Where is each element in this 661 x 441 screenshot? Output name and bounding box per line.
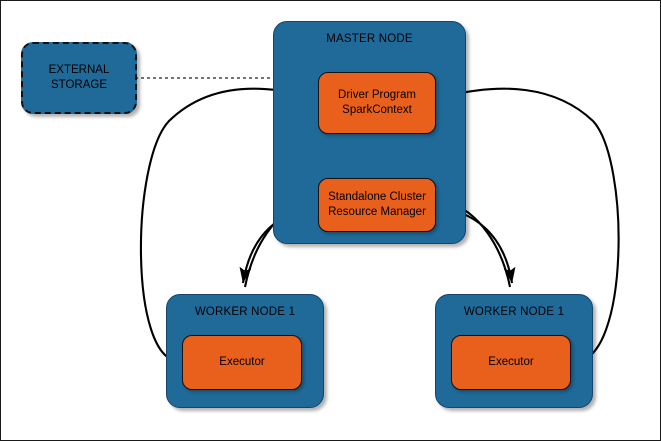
worker-node-left[interactable]: WORKER NODE 1 Executor [166,294,324,408]
executor-left-box[interactable]: Executor [182,335,302,390]
external-storage-node[interactable]: EXTERNAL STORAGE [21,42,137,114]
worker-node-right[interactable]: WORKER NODE 1 Executor [435,294,593,408]
master-node-title: MASTER NODE [326,33,413,45]
worker-node-right-title: WORKER NODE 1 [463,306,565,318]
cluster-manager-box[interactable]: Standalone Cluster Resource Manager [318,178,436,232]
external-storage-label: EXTERNAL STORAGE [48,64,110,91]
master-node[interactable]: MASTER NODE Driver Program SparkContext … [273,21,466,244]
executor-right-box[interactable]: Executor [451,335,571,390]
driver-program-box[interactable]: Driver Program SparkContext [318,72,436,134]
worker-node-left-title: WORKER NODE 1 [194,306,296,318]
